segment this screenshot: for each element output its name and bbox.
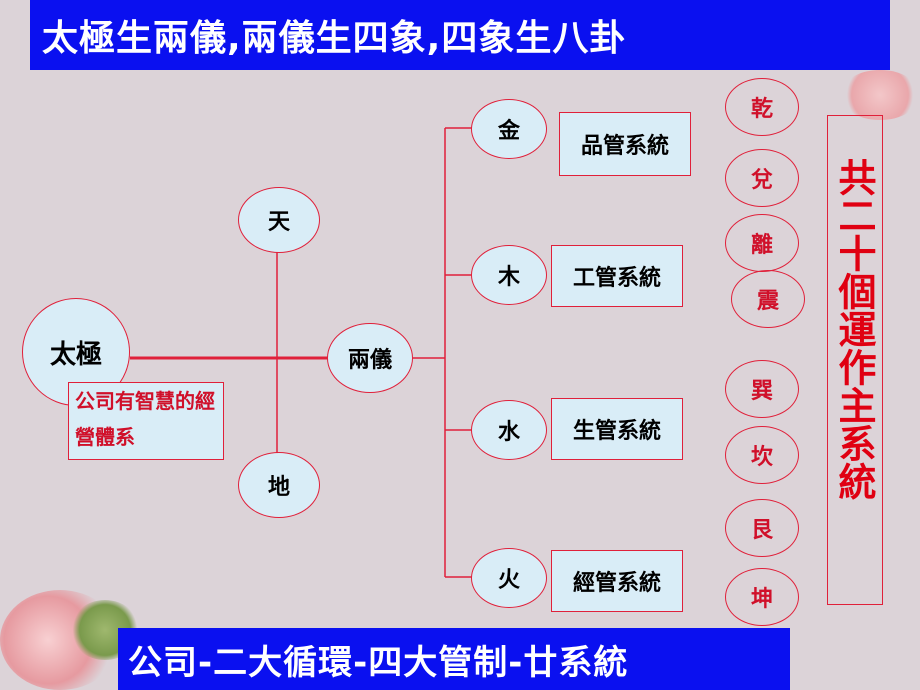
node-fire-label: 火	[497, 568, 520, 593]
node-wood-label: 木	[497, 265, 520, 290]
node-wood: 木	[471, 245, 547, 305]
trigram-xun: 巽	[725, 360, 799, 418]
system-box-management: 經管系統	[551, 550, 683, 612]
side-text: 共二十個運作主系統	[832, 158, 876, 500]
node-earth-label: 地	[267, 475, 290, 500]
node-water: 水	[471, 400, 547, 460]
trigram-li-label: 離	[750, 233, 773, 258]
trigram-qian-label: 乾	[750, 97, 773, 122]
side-text-box	[827, 115, 883, 605]
system-engineering-label: 工管系統	[572, 266, 661, 291]
trigram-kun: 坤	[725, 568, 799, 626]
trigram-dui: 兌	[725, 149, 799, 207]
node-heaven: 天	[238, 187, 320, 253]
trigram-gen: 艮	[725, 499, 799, 557]
root-note-text: 公司有智慧的經營體系	[75, 389, 215, 449]
node-taiji-label: 太極	[49, 339, 102, 370]
root-note: 公司有智慧的經營體系	[68, 382, 224, 460]
node-fire: 火	[471, 548, 547, 608]
system-management-label: 經管系統	[572, 571, 661, 596]
trigram-dui-label: 兌	[750, 168, 773, 193]
footer-banner: 公司-二大循環-四大管制-廿系統	[118, 628, 790, 690]
trigram-zhen: 震	[731, 270, 805, 328]
node-metal-label: 金	[497, 119, 520, 144]
page-title: 太極生兩儀,兩儀生四象,四象生八卦	[30, 0, 890, 70]
trigram-kan-label: 坎	[750, 445, 773, 470]
trigram-zhen-label: 震	[756, 289, 779, 314]
system-quality-label: 品管系統	[580, 134, 669, 159]
system-box-quality: 品管系統	[559, 112, 691, 176]
node-metal: 金	[471, 99, 547, 159]
trigram-kan: 坎	[725, 426, 799, 484]
system-box-engineering: 工管系統	[551, 245, 683, 307]
node-two-forms: 兩儀	[327, 323, 413, 393]
trigram-xun-label: 巽	[750, 379, 773, 404]
system-production-label: 生管系統	[572, 419, 661, 444]
system-box-production: 生管系統	[551, 398, 683, 460]
trigram-qian: 乾	[725, 78, 799, 136]
trigram-kun-label: 坤	[750, 587, 773, 612]
node-earth: 地	[238, 452, 320, 518]
flower-decoration-top-right	[840, 70, 920, 120]
node-heaven-label: 天	[267, 210, 290, 235]
node-water-label: 水	[497, 420, 520, 445]
trigram-li: 離	[725, 214, 799, 272]
node-two-forms-label: 兩儀	[347, 348, 392, 373]
trigram-gen-label: 艮	[750, 518, 773, 543]
